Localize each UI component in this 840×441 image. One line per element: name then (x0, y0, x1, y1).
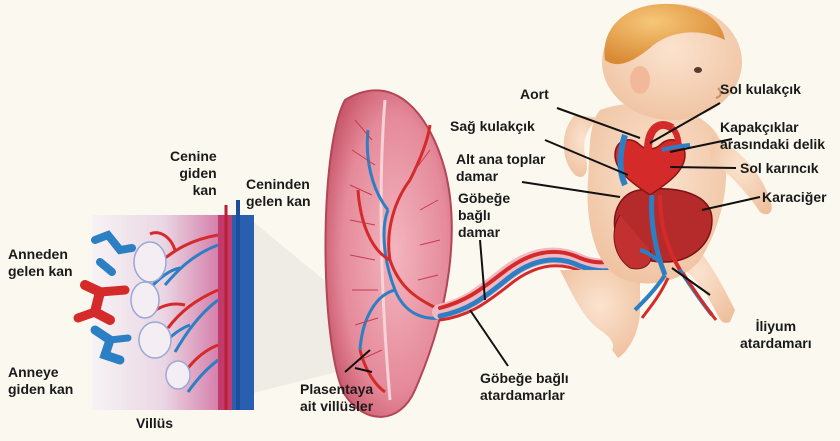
label-plasentaya-ait-villusler: Plasentaya ait villüsler (300, 381, 373, 415)
label-sol-kulakcik: Sol kulakçık (720, 81, 801, 98)
baby (560, 4, 772, 358)
label-villus: Villüs (136, 415, 173, 432)
label-alt-ana-toplar-damar: Alt ana toplar damar (456, 151, 545, 185)
label-gobege-bagli-damar: Göbeğe bağlı damar (458, 190, 510, 241)
placenta (325, 90, 451, 417)
label-cenine-giden-kan: Cenine giden kan (170, 148, 217, 199)
label-karaciger: Karaciğer (762, 189, 827, 206)
label-sol-karincik: Sol karıncık (740, 160, 819, 177)
label-aort: Aort (520, 86, 549, 103)
villus-box (78, 215, 254, 410)
label-anneye-giden-kan: Anneye giden kan (8, 364, 73, 398)
label-gobege-bagli-atardamarlar: Göbeğe bağlı atardamarlar (480, 370, 569, 404)
label-kapakciklar-arasindaki-delik: Kapakçıklar arasındaki delik (720, 119, 825, 153)
label-anneden-gelen-kan: Anneden gelen kan (8, 246, 73, 280)
label-sag-kulakcik: Sağ kulakçık (450, 118, 535, 135)
label-iliyum-atardamari: İliyum atardamarı (740, 318, 812, 352)
label-ceninden-gelen-kan: Ceninden gelen kan (246, 176, 311, 210)
